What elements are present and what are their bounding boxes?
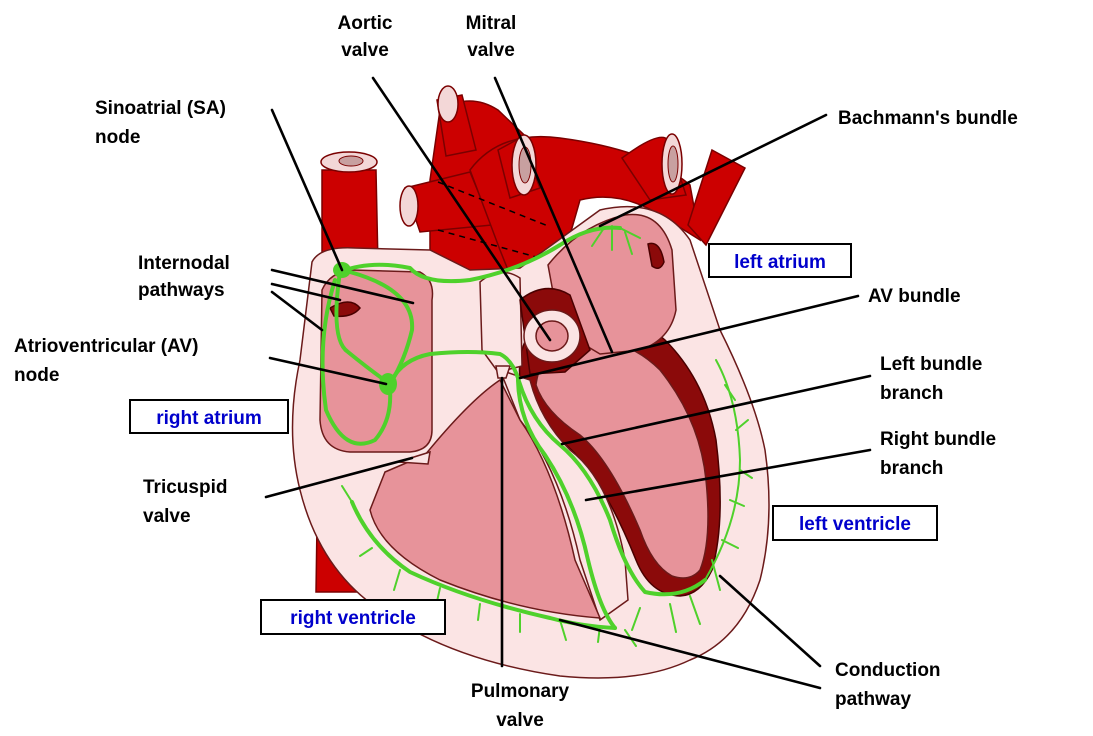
label-conduction-2: pathway: [835, 689, 911, 710]
label-av-bundle: AV bundle: [868, 286, 961, 307]
label-mitral-valve-1: Mitral: [466, 13, 517, 34]
aortic-upper-lumen: [668, 146, 678, 182]
label-right-atrium: right atrium: [156, 408, 262, 429]
label-mitral-valve-2: valve: [467, 40, 515, 61]
pulmonary-branch-opening: [400, 186, 418, 226]
label-left-bundle-1: Left bundle: [880, 354, 982, 375]
label-internodal-2: pathways: [138, 280, 225, 301]
label-left-atrium: left atrium: [734, 252, 826, 273]
label-right-bundle-2: branch: [880, 458, 943, 479]
label-left-ventricle: left ventricle: [799, 514, 911, 535]
label-conduction-1: Conduction: [835, 660, 941, 681]
label-aortic-valve-2: valve: [341, 40, 389, 61]
label-av-node-2: node: [14, 365, 59, 386]
pulmonary-vein-right: [688, 150, 745, 245]
label-left-bundle-2: branch: [880, 383, 943, 404]
pulmonary-upper-opening: [438, 86, 458, 122]
label-tricuspid-1: Tricuspid: [143, 477, 227, 498]
label-av-node-1: Atrioventricular (AV): [14, 336, 198, 357]
label-pulmonary-2: valve: [496, 710, 544, 731]
label-internodal-1: Internodal: [138, 253, 230, 274]
label-sa-node-1: Sinoatrial (SA): [95, 98, 226, 119]
vena-cava-lumen: [339, 156, 363, 166]
aortic-branch-lumen: [519, 147, 531, 183]
label-aortic-valve-1: Aortic: [338, 13, 393, 34]
label-tricuspid-2: valve: [143, 506, 191, 527]
label-pulmonary-1: Pulmonary: [471, 681, 570, 702]
label-sa-node-2: node: [95, 127, 140, 148]
label-bachmanns-bundle: Bachmann's bundle: [838, 108, 1018, 129]
label-right-bundle-1: Right bundle: [880, 429, 996, 450]
label-right-ventricle: right ventricle: [290, 608, 416, 629]
